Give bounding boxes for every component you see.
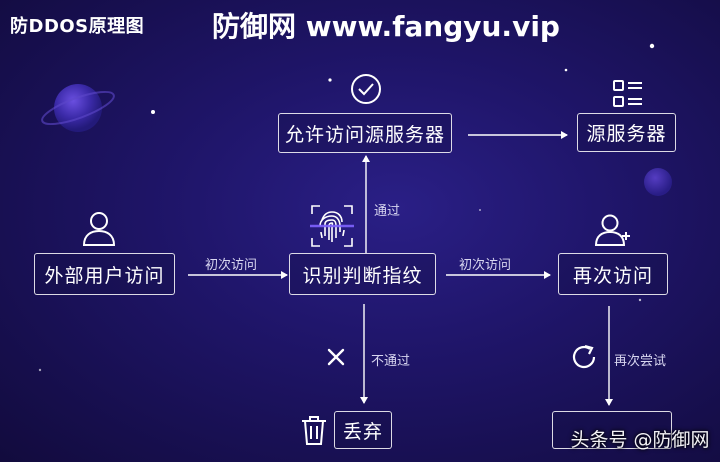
site-title: 防御网 www.fangyu.vip xyxy=(212,10,560,43)
node-external-user: 外部用户访问 xyxy=(34,253,175,295)
node-allow-origin: 允许访问源服务器 xyxy=(278,113,452,153)
stars xyxy=(38,43,655,372)
node-discard: 丢弃 xyxy=(334,411,392,449)
watermark: 头条号 @防御网 xyxy=(570,428,710,451)
edge-label-first-visit: 初次访问 xyxy=(205,258,258,273)
server-list-icon xyxy=(613,80,642,107)
fingerprint-icon xyxy=(310,205,354,247)
close-icon xyxy=(327,348,345,366)
node-revisit: 再次访问 xyxy=(558,253,668,295)
node-identify-fingerprint: 识别判断指纹 xyxy=(289,253,436,295)
node-bottom-right xyxy=(552,411,672,449)
planet-right xyxy=(644,168,672,196)
edge-label-first-visit-2: 初次访问 xyxy=(459,258,512,273)
page-title: 防DDOS原理图 xyxy=(10,16,145,37)
planet-left xyxy=(41,84,115,132)
edge-label-pass: 通过 xyxy=(374,204,401,219)
edge-label-not-pass: 不通过 xyxy=(371,354,411,369)
edge-label-retry: 再次尝试 xyxy=(614,354,667,369)
node-origin-server: 源服务器 xyxy=(577,113,676,152)
user-icon xyxy=(82,212,116,246)
trash-icon xyxy=(302,416,326,445)
check-circle-icon xyxy=(351,74,381,104)
user-plus-icon xyxy=(594,214,630,246)
refresh-icon xyxy=(572,344,596,369)
